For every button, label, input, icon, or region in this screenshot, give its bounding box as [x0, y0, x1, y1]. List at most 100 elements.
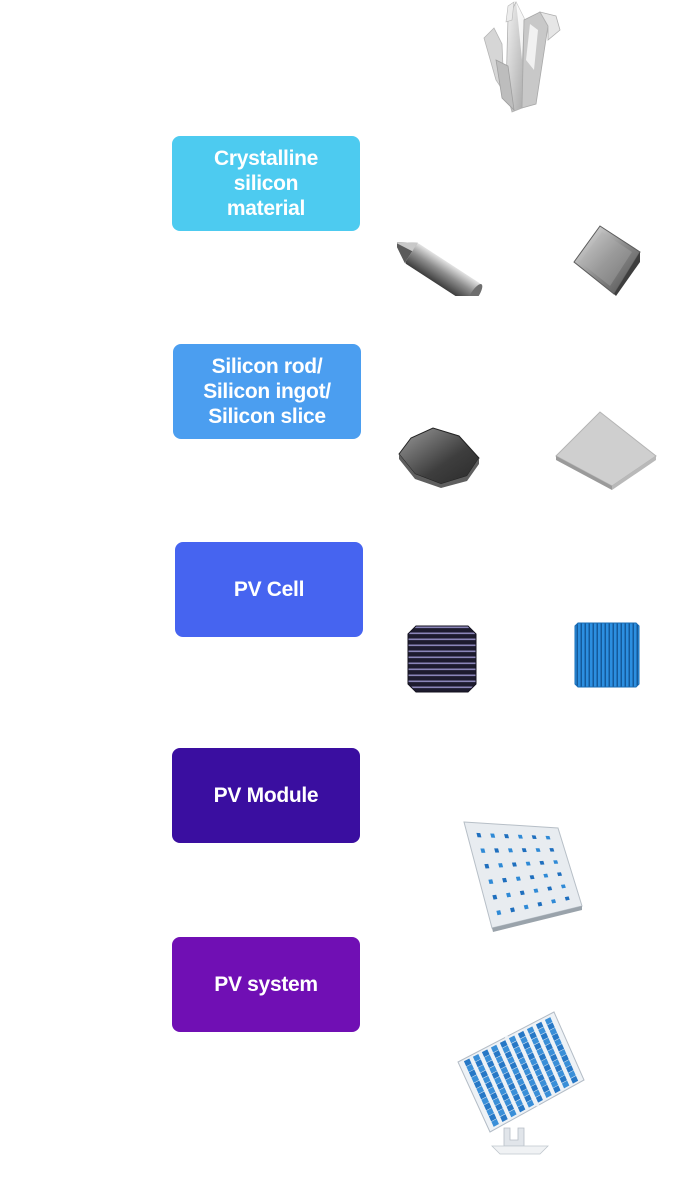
solar-cell	[547, 1048, 556, 1057]
solar-cell	[484, 1054, 493, 1063]
poly-pv-cell-icon	[574, 622, 640, 688]
solar-cell	[491, 1071, 500, 1079]
solar-cell	[535, 1094, 543, 1103]
solar-cell	[529, 875, 535, 880]
solar-cell	[531, 835, 537, 840]
solar-cell	[568, 1070, 576, 1079]
solar-cell	[513, 1046, 522, 1055]
solar-cell	[547, 886, 553, 891]
solar-cell	[534, 1068, 543, 1077]
pv-module-icon	[463, 821, 583, 932]
stage-label: Crystalline silicon material	[213, 147, 319, 220]
solar-cell	[550, 1080, 559, 1088]
stage-label: PV system	[214, 973, 318, 996]
stage-pv-cell: PV Cell	[175, 542, 363, 637]
stage-label: Silicon rod/ Silicon ingot/ Silicon slic…	[203, 355, 331, 428]
solar-cell	[471, 1074, 480, 1083]
solar-cell	[484, 863, 490, 869]
solar-cell	[570, 1075, 579, 1084]
stage-silicon-rod-ingot-slice: Silicon rod/ Silicon ingot/ Silicon slic…	[173, 344, 361, 439]
solar-cell	[551, 899, 557, 904]
solar-cell	[490, 1044, 499, 1053]
solar-cell	[552, 1059, 560, 1067]
solar-cell	[525, 861, 531, 866]
solar-cell	[532, 1063, 540, 1072]
solar-cell	[500, 1066, 509, 1075]
solar-cell	[526, 1099, 535, 1108]
solar-cell	[502, 1045, 510, 1054]
solar-cell	[520, 1036, 528, 1045]
silicon-ingot-icon	[573, 225, 641, 296]
solar-cell	[505, 1077, 514, 1086]
solar-cell	[483, 1102, 492, 1111]
solar-cell	[499, 1040, 508, 1048]
solar-cell	[507, 848, 513, 853]
solar-cell	[534, 1042, 542, 1051]
solar-cell	[524, 1094, 532, 1103]
solar-cell	[554, 1064, 563, 1073]
solar-cell	[521, 1088, 530, 1097]
solar-cell	[550, 1053, 558, 1062]
solar-cell	[549, 1027, 558, 1036]
solar-cell	[511, 1040, 519, 1049]
solar-cell	[492, 1097, 501, 1106]
solar-cell	[540, 1032, 549, 1041]
solar-cell	[561, 1054, 569, 1063]
solar-cell	[463, 1058, 472, 1067]
solar-cell	[541, 1084, 550, 1093]
solar-cell	[549, 848, 555, 852]
solar-cell	[512, 1093, 521, 1102]
solar-cell	[475, 1059, 484, 1068]
solar-cell	[541, 1058, 549, 1067]
solar-cell	[535, 1021, 544, 1030]
solar-cell	[511, 862, 517, 867]
stage-pv-system: PV system	[172, 937, 360, 1032]
stage-crystalline-silicon-material: Crystalline silicon material	[172, 136, 360, 231]
solar-cell	[561, 1080, 570, 1089]
solar-cell	[517, 1104, 526, 1113]
solar-cell	[494, 848, 500, 853]
solar-cell	[504, 1050, 513, 1059]
solar-cell	[486, 1107, 494, 1116]
solar-cell	[476, 832, 482, 838]
solar-cell	[560, 884, 566, 889]
solar-cell	[539, 860, 545, 865]
solar-cell	[531, 1037, 540, 1045]
solar-cell	[506, 1103, 515, 1112]
silicon-crystal-icon	[483, 1, 561, 113]
solar-cell	[481, 1049, 490, 1058]
solar-cell	[553, 1085, 561, 1094]
solar-cell	[498, 863, 504, 868]
solar-cell	[545, 835, 551, 840]
stage-pv-module: PV Module	[172, 748, 360, 843]
solar-cell	[512, 1067, 520, 1076]
solar-cell	[529, 1057, 538, 1066]
solar-cell	[517, 1030, 526, 1039]
solar-cell	[564, 896, 570, 901]
solar-cell	[508, 1109, 517, 1118]
solar-cell	[537, 1074, 545, 1082]
solar-cell	[496, 1082, 505, 1090]
solar-cell	[539, 1079, 547, 1088]
solar-cell	[557, 1069, 565, 1078]
solar-cell	[514, 1072, 523, 1081]
solar-cell	[522, 1041, 531, 1050]
solar-cell	[536, 1047, 544, 1056]
silicon-slice-icon	[555, 411, 657, 490]
solar-cell	[544, 1017, 553, 1025]
solar-cell	[506, 892, 512, 898]
solar-cell	[543, 873, 549, 878]
solar-cell	[480, 848, 486, 853]
solar-cell	[497, 1108, 506, 1117]
solar-cell	[482, 1075, 491, 1084]
solar-cell	[500, 1114, 508, 1123]
solar-cell	[493, 1050, 501, 1058]
solar-cell	[509, 1061, 518, 1070]
solar-cell	[491, 1118, 499, 1127]
solar-cell	[508, 1082, 516, 1091]
solar-cell	[538, 1053, 547, 1061]
solar-cell	[537, 901, 543, 907]
solar-cell	[527, 1052, 536, 1061]
solar-cell	[510, 907, 515, 913]
solar-cell	[503, 1071, 511, 1080]
